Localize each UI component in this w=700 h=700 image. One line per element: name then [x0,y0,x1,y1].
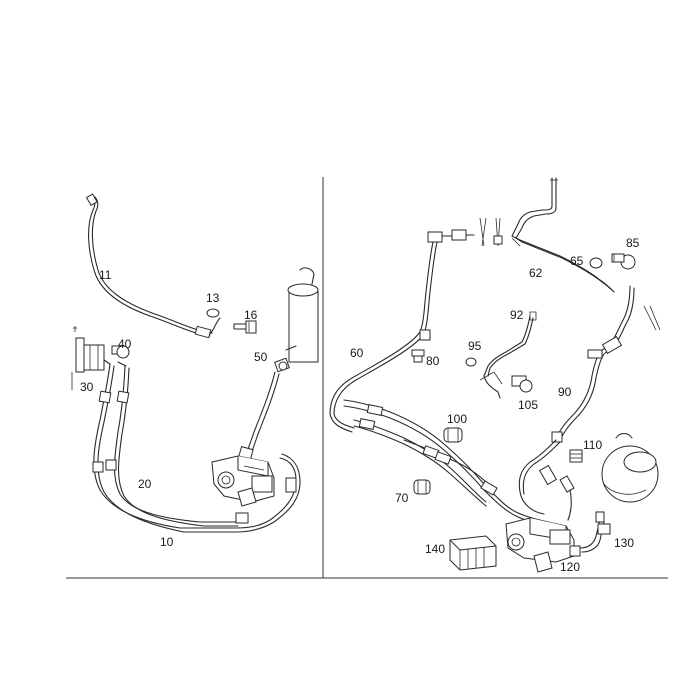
label-140: 140 [425,542,445,556]
label-16: 16 [244,308,258,322]
reservoir-50 [274,267,319,373]
pipe-60 [329,217,503,433]
label-85: 85 [626,236,640,250]
label-50: 50 [254,350,268,364]
label-105: 105 [518,398,538,412]
fitting-80 [411,349,425,363]
label-11: 11 [99,268,112,282]
label-90: 90 [558,385,572,399]
reservoir-right [601,432,659,503]
label-80: 80 [426,354,440,368]
label-20: 20 [138,477,152,491]
fitting-110 [569,449,583,463]
label-92: 92 [510,308,524,322]
pump-right [505,517,581,573]
pipe-62 [511,177,615,293]
frame [66,177,668,579]
pipe-110-to-pump [518,439,575,521]
filter-140 [449,535,497,571]
part-labels: 11 13 16 40 30 50 20 10 60 80 62 65 85 9… [80,236,640,574]
label-13: 13 [206,291,220,305]
bracket-92-95-105 [465,311,537,399]
label-30: 30 [80,380,94,394]
grommet-70 [413,479,431,495]
hose-11 [85,193,221,339]
bolt-16 [233,320,257,334]
bolt-85 [611,253,636,270]
label-100: 100 [447,412,467,426]
label-70: 70 [395,491,409,505]
pipe-90 [551,285,661,443]
right-panel [329,177,661,573]
washer-65 [589,257,603,269]
hose-bundle-20-10 [92,359,301,533]
label-60: 60 [350,346,364,360]
pump-left [211,455,275,507]
label-65: 65 [570,254,584,268]
bracket-30 [71,326,105,390]
label-40: 40 [118,337,132,351]
label-95: 95 [468,339,482,353]
label-62: 62 [529,266,543,280]
hose-bundle-right [343,399,549,527]
label-110: 110 [583,438,602,452]
label-130: 130 [614,536,634,550]
bolt-40 [111,345,130,359]
left-panel [71,193,319,533]
label-120: 120 [560,560,580,574]
washer-13 [206,308,220,318]
hose-50-to-pump [238,371,280,465]
valve-130 [579,511,611,553]
grommet-100 [443,427,463,443]
label-10: 10 [160,535,174,549]
